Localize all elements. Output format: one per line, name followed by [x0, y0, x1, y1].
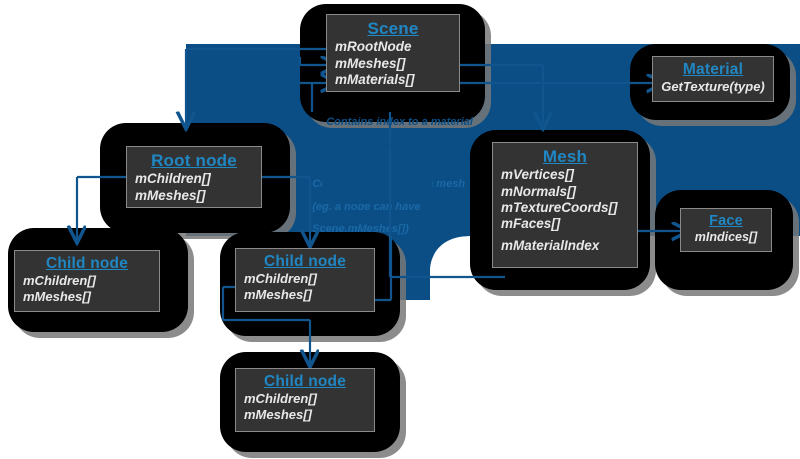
note-material-index: Contains index to a material in Scene.mM…: [314, 106, 473, 162]
note-material-index-line1: Contains index to a material: [326, 116, 473, 129]
note-mesh-index-line2: (eg. a node can have: [312, 200, 421, 213]
node-material[interactable]: Material GetTexture(type): [652, 56, 774, 102]
node-mesh-field-mnormals: mNormals[]: [501, 183, 577, 199]
node-child-node-3-title: Child node: [263, 373, 347, 390]
node-child-node-2[interactable]: Child node mChildren[] mMeshes[]: [235, 248, 375, 312]
node-scene[interactable]: Scene mRootNode mMeshes[] mMaterials[]: [326, 14, 460, 92]
node-scene-title: Scene: [367, 19, 419, 38]
node-mesh-field-mtexturecoords: mTextureCoords[]: [501, 199, 618, 215]
node-face-title: Face: [709, 213, 743, 229]
node-mesh-field-mfaces: mFaces[]: [501, 216, 561, 232]
node-material-field-gettexture: GetTexture(type): [661, 79, 765, 95]
node-face[interactable]: Face mIndices[]: [680, 208, 772, 252]
node-face-field-mindices: mIndices[]: [694, 230, 758, 245]
node-child-node-2-field-mmeshes: mMeshes[]: [244, 287, 312, 303]
node-root-node[interactable]: Root node mChildren[] mMeshes[]: [126, 146, 262, 208]
node-scene-field-mmaterials: mMaterials[]: [335, 71, 415, 87]
note-mesh-index-occluder-a: [322, 166, 432, 190]
node-child-node-2-title: Child node: [263, 253, 347, 270]
node-child-node-1-title: Child node: [45, 255, 129, 272]
note-material-index-line2: in Scene.mMaterials[]: [326, 138, 440, 151]
node-root-node-field-mmeshes: mMeshes[]: [135, 187, 206, 203]
note-mesh-index-line3: Scene.mMeshes[]): [312, 223, 409, 236]
node-root-node-field-mchildren: mChildren[]: [135, 171, 211, 187]
node-mesh[interactable]: Mesh mVertices[] mNormals[] mTextureCoor…: [492, 142, 638, 268]
node-child-node-3-field-mmeshes: mMeshes[]: [244, 407, 312, 423]
node-child-node-1-field-mmeshes: mMeshes[]: [23, 289, 91, 305]
node-mesh-field-mvertices: mVertices[]: [501, 167, 575, 183]
note-mesh-index-occluder-b: [336, 190, 396, 204]
node-child-node-1-field-mchildren: mChildren[]: [23, 273, 96, 289]
node-mesh-field-mmaterialindex: mMaterialIndex: [501, 237, 600, 253]
node-material-title: Material: [682, 61, 744, 78]
node-mesh-title: Mesh: [542, 147, 588, 166]
node-child-node-1[interactable]: Child node mChildren[] mMeshes[]: [14, 250, 160, 312]
node-root-node-title: Root node: [151, 151, 237, 170]
node-child-node-3-field-mchildren: mChildren[]: [244, 391, 317, 407]
node-scene-field-mmeshes: mMeshes[]: [335, 55, 406, 71]
node-child-node-2-field-mchildren: mChildren[]: [244, 271, 317, 287]
node-child-node-3[interactable]: Child node mChildren[] mMeshes[]: [235, 368, 375, 432]
node-scene-field-mrootnode: mRootNode: [335, 39, 412, 55]
